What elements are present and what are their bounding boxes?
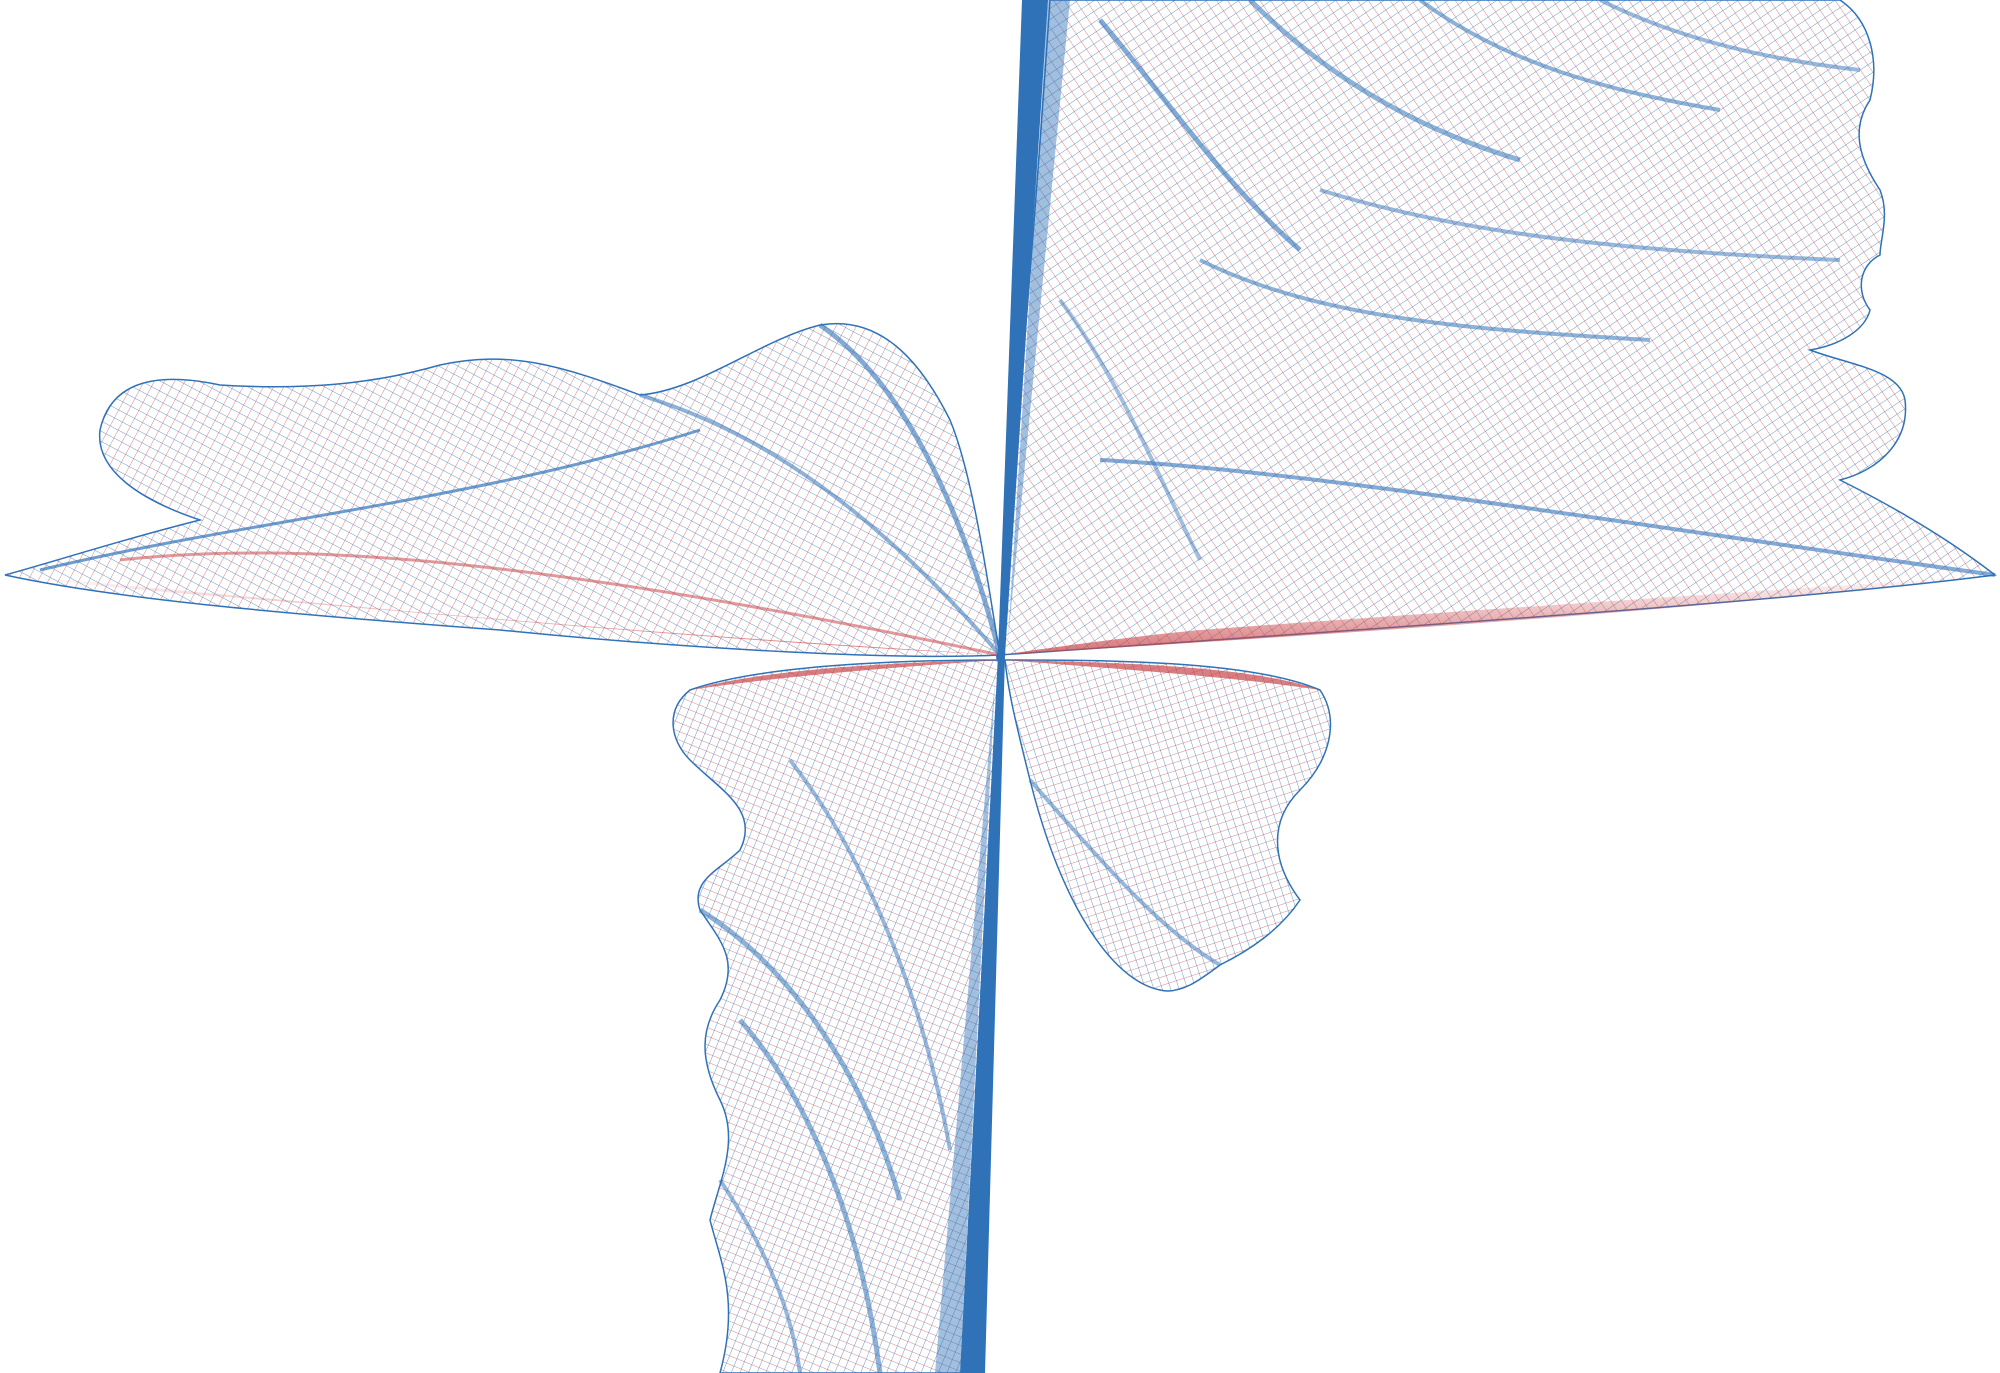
lower-left-mesh-lobe xyxy=(672,659,1001,1373)
upper-right-mesh-lobe xyxy=(999,0,1997,656)
center-point xyxy=(996,653,1004,661)
lower-right-mesh-lobe xyxy=(1004,659,1332,992)
central-blue-spike xyxy=(935,0,1070,1373)
left-mesh-lobe xyxy=(4,322,1003,658)
